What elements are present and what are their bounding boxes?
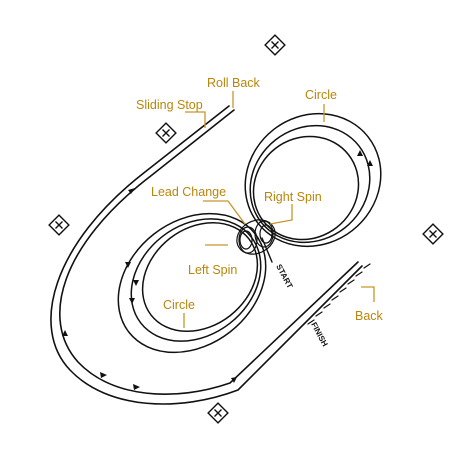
pattern-track (50, 105, 382, 405)
label-lead-change: Lead Change (151, 185, 226, 199)
direction-arrow-icon (125, 262, 131, 268)
direction-arrow-icon (100, 372, 107, 378)
start-line (261, 237, 273, 263)
marker-left-icon (48, 214, 70, 236)
leader-lead-change (203, 200, 246, 225)
leader-lines (183, 91, 375, 328)
label-finish: FINISH (309, 321, 329, 349)
spin-loops (236, 219, 276, 255)
marker-bottom-icon (207, 402, 229, 424)
direction-arrow-icon (133, 280, 139, 286)
track-run-inner (50, 105, 363, 405)
labels: Roll Back Sliding Stop Circle Lead Chang… (136, 76, 384, 323)
label-back: Back (355, 309, 384, 323)
back-run-ticks (307, 263, 371, 325)
track-circle-top-3 (252, 135, 360, 241)
marker-upper-left-icon (155, 122, 177, 144)
direction-arrows (62, 150, 373, 390)
label-circle-top: Circle (305, 88, 337, 102)
label-sliding-stop: Sliding Stop (136, 98, 203, 112)
direction-arrow-icon (129, 298, 135, 304)
direction-arrow-icon (367, 160, 373, 166)
leader-right-spin (269, 204, 293, 225)
track-run-outer (58, 109, 359, 395)
direction-arrow-icon (133, 384, 140, 390)
label-start: START (274, 263, 294, 290)
label-circle-bottom: Circle (163, 298, 195, 312)
direction-arrow-icon (231, 377, 237, 383)
direction-arrow-icon (128, 188, 135, 194)
marker-right-icon (422, 223, 444, 245)
markers (48, 34, 444, 424)
marker-top-icon (264, 34, 286, 56)
direction-arrow-icon (357, 150, 363, 156)
label-left-spin: Left Spin (188, 263, 237, 277)
label-roll-back: Roll Back (207, 76, 261, 90)
track-circle-top-1 (244, 112, 382, 248)
leader-back (361, 286, 375, 302)
track-circle-bottom-3 (141, 221, 259, 333)
direction-arrow-icon (62, 330, 68, 336)
label-right-spin: Right Spin (264, 190, 322, 204)
leader-sliding-stop (185, 111, 206, 128)
